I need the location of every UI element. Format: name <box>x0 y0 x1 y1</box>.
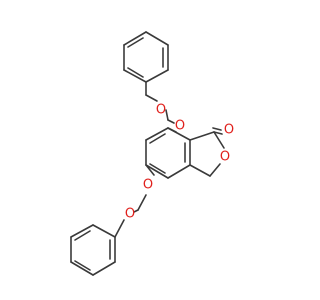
benzene-ring-top <box>123 31 169 83</box>
benzene-ring-bottom <box>70 224 116 276</box>
benzyloxymethoxy-chain-top <box>145 81 175 124</box>
bond <box>167 127 177 133</box>
bond <box>133 209 139 213</box>
bond <box>92 261 116 276</box>
chemical-structure: O O O O O O <box>70 31 234 276</box>
bond <box>167 119 175 124</box>
bond <box>123 69 147 83</box>
bond <box>167 164 191 179</box>
bond <box>189 131 215 141</box>
bond <box>92 224 116 238</box>
bond <box>70 261 94 276</box>
lactone-ring <box>189 127 225 177</box>
bond <box>189 164 211 177</box>
bond <box>70 224 94 238</box>
bond <box>145 31 169 46</box>
structure-canvas: O O O O O O <box>70 31 235 276</box>
oxygen-atom-label: O <box>143 178 153 193</box>
bond <box>165 109 169 121</box>
bond <box>145 164 169 179</box>
bond <box>123 31 147 46</box>
bond <box>213 131 225 149</box>
benzyloxymethoxy-chain-bottom <box>114 164 155 238</box>
oxygen-atom-label: O <box>224 123 234 138</box>
bond <box>114 219 125 238</box>
bond <box>145 164 155 176</box>
aromatic-ring-core <box>145 127 191 179</box>
oxygen-atom-label: O <box>125 207 135 222</box>
double-bond-inner <box>149 163 166 174</box>
carbonyl-bond <box>212 127 222 131</box>
atom-labels: O O O O O O <box>125 103 234 222</box>
double-bond-inner <box>127 37 144 48</box>
bond <box>209 163 221 177</box>
carbonyl-bond <box>213 131 223 135</box>
oxygen-atom-label: O <box>175 119 185 134</box>
bond <box>145 94 158 102</box>
bond <box>145 127 169 141</box>
double-bond-inner <box>149 133 166 144</box>
oxygen-atom-label: O <box>220 150 230 165</box>
double-bond-inner <box>74 230 91 241</box>
bond <box>145 69 169 83</box>
double-bond-inner <box>74 260 91 271</box>
oxygen-atom-label: O <box>156 103 166 118</box>
double-bond-inner <box>127 67 144 78</box>
bond <box>137 194 147 211</box>
